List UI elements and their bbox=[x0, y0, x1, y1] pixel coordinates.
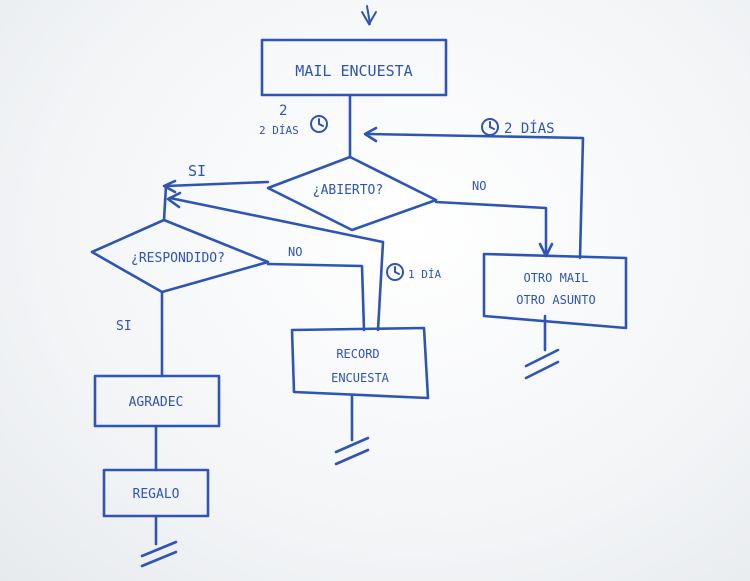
terminator-otro-mail bbox=[524, 348, 560, 380]
node-mail-encuesta bbox=[260, 38, 448, 97]
edge-abierto-no-label: NO bbox=[472, 179, 486, 193]
node-respondido-label: ¿RESPONDIDO? bbox=[131, 251, 225, 266]
edge-otro-mail-loop-arrowhead bbox=[363, 126, 378, 143]
node-otro-mail-line1: OTRO MAIL bbox=[523, 271, 588, 285]
edge-abierto-si-label: SI bbox=[188, 162, 206, 180]
node-otro-mail bbox=[482, 252, 628, 330]
node-abierto bbox=[266, 155, 438, 232]
node-record-line2: ENCUESTA bbox=[331, 371, 390, 385]
clock-icon-left bbox=[310, 115, 328, 133]
node-record-encuesta bbox=[290, 326, 430, 400]
edge-record-loop-arrowhead bbox=[166, 191, 182, 209]
node-abierto-label: ¿ABIERTO? bbox=[313, 183, 383, 198]
edge-abierto-si-arrowhead bbox=[162, 179, 177, 194]
annotation-two-days-sup: 2 bbox=[279, 103, 287, 119]
node-agradec-label: AGRADEC bbox=[129, 395, 184, 410]
edge-abierto-no bbox=[434, 200, 548, 256]
clock-icon-right bbox=[481, 118, 499, 136]
annotation-two-days-right: 2 DÍAS bbox=[504, 120, 555, 137]
terminator-regalo bbox=[140, 540, 178, 568]
edge-respondido-no bbox=[266, 262, 366, 332]
node-regalo-label: REGALO bbox=[133, 487, 180, 502]
clock-icon-one-day bbox=[386, 263, 404, 281]
edge-respondido-no-label: NO bbox=[288, 245, 302, 259]
annotation-two-days-left: 2 DÍAS bbox=[259, 124, 299, 137]
node-mail-encuesta-label: MAIL ENCUESTA bbox=[295, 62, 412, 80]
start-arrow bbox=[361, 5, 377, 26]
edge-record-loop bbox=[168, 196, 385, 332]
annotation-one-day: 1 DÍA bbox=[408, 268, 441, 281]
edge-otro-mail-loop bbox=[366, 132, 585, 260]
node-record-line1: RECORD bbox=[336, 347, 379, 361]
edge-respondido-si-label: SI bbox=[116, 319, 132, 334]
clock-hands-left bbox=[318, 118, 324, 127]
terminator-record bbox=[334, 436, 370, 466]
clock-hands-right bbox=[489, 121, 495, 130]
node-otro-mail-line2: OTRO ASUNTO bbox=[516, 293, 595, 307]
clock-hands-one-day bbox=[394, 266, 400, 275]
